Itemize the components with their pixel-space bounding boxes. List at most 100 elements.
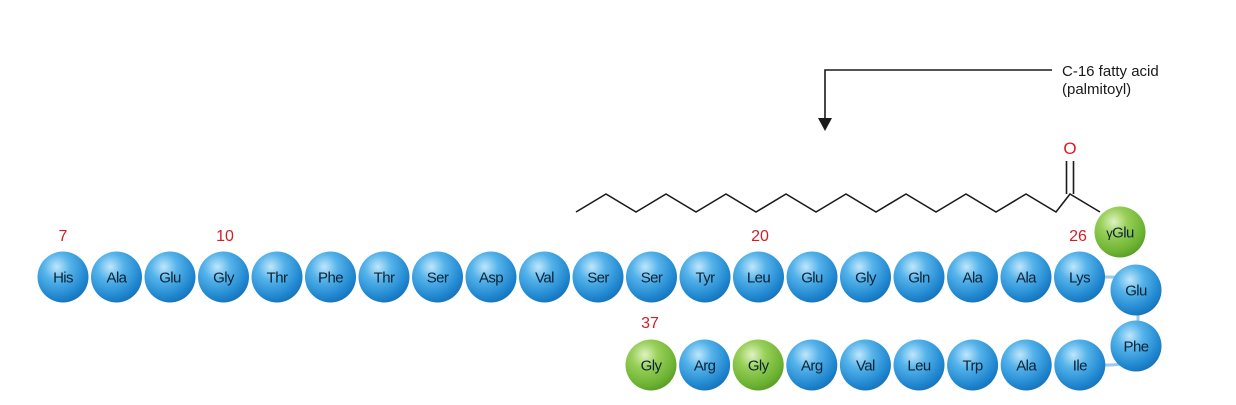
residue-circle bbox=[1054, 339, 1106, 391]
residue-circle bbox=[1110, 264, 1162, 316]
residue-label: Gly bbox=[641, 358, 663, 375]
residue-top-13: Tyr bbox=[679, 251, 731, 303]
residue-top-16: Gly bbox=[840, 251, 891, 303]
annotation-arrow-head bbox=[818, 118, 832, 131]
residue-circle bbox=[679, 339, 731, 391]
residue-top-15: Glu bbox=[786, 251, 838, 303]
residue-circle bbox=[679, 251, 731, 303]
residue-bottom-2: Arg bbox=[679, 339, 731, 391]
residue-top-20: Lys bbox=[1054, 251, 1105, 303]
residue-circle bbox=[947, 251, 998, 303]
residue-gamma-glu: γGlu bbox=[1094, 206, 1146, 258]
residue-circle bbox=[1110, 320, 1162, 372]
residue-label: Val bbox=[856, 358, 875, 375]
residue-label: Ala bbox=[1016, 270, 1037, 287]
fatty-acid-sublabel: (palmitoyl) bbox=[1062, 81, 1131, 98]
residue-top-18: Ala bbox=[947, 251, 998, 303]
residue-label: Arg bbox=[801, 358, 823, 375]
residue-top-1: His bbox=[37, 251, 89, 303]
residue-circle bbox=[786, 339, 838, 391]
residue-top-3: Glu bbox=[144, 251, 196, 303]
residue-bottom-7: Trp bbox=[947, 339, 999, 391]
position-numbers: 7 10 20 26 37 bbox=[59, 228, 1087, 332]
residue-bottom-1: Gly bbox=[625, 339, 677, 391]
residue-bottom-4: Arg bbox=[786, 339, 838, 391]
fatty-acid-label: C-16 fatty acid bbox=[1062, 63, 1159, 80]
residue-circle bbox=[626, 251, 677, 303]
residue-label: Ile bbox=[1073, 358, 1087, 375]
residue-top-17: Gln bbox=[893, 251, 945, 303]
residue-bottom-8: Ala bbox=[1000, 339, 1052, 391]
carbon-chain bbox=[575, 192, 1101, 214]
residue-circle bbox=[786, 251, 838, 303]
residue-label: Glu bbox=[159, 270, 181, 287]
residue-circle bbox=[893, 251, 945, 303]
residue-bottom-5: Val bbox=[839, 339, 891, 391]
residue-label: Leu bbox=[747, 270, 770, 287]
residue-label: Phe bbox=[1124, 339, 1149, 356]
residue-circle bbox=[144, 251, 196, 303]
residue-top-19: Ala bbox=[1000, 251, 1052, 303]
residue-label: Phe bbox=[318, 270, 343, 287]
residue-circle bbox=[625, 339, 677, 391]
residue-top-4: Gly bbox=[198, 251, 249, 303]
position-7: 7 bbox=[59, 228, 68, 245]
residue-label: Ser bbox=[427, 270, 449, 287]
carbonyl-oxygen-label: O bbox=[1063, 139, 1076, 158]
residue-circle bbox=[733, 251, 784, 303]
residue-circle bbox=[1094, 206, 1146, 258]
residue-label: Glu bbox=[1125, 283, 1147, 300]
fatty-acid-annotation: C-16 fatty acid (palmitoyl) bbox=[818, 63, 1159, 131]
residue-label: Leu bbox=[907, 358, 930, 375]
residue-label: Arg bbox=[694, 358, 716, 375]
residue-label: Thr bbox=[267, 270, 288, 287]
palmitoyl-chain: O bbox=[575, 139, 1101, 214]
residue-label: Trp bbox=[963, 358, 983, 375]
residue-label: Asp bbox=[479, 270, 503, 287]
residue-label: Gly bbox=[748, 358, 770, 375]
residue-circle bbox=[839, 339, 891, 391]
residue-top-11: Ser bbox=[572, 251, 624, 303]
residue-label: Lys bbox=[1069, 270, 1090, 287]
residue-top-14: Leu bbox=[733, 251, 784, 303]
residue-circle bbox=[412, 251, 463, 303]
residue-circle bbox=[947, 339, 999, 391]
residue-label: Thr bbox=[374, 270, 395, 287]
residue-label: His bbox=[53, 270, 73, 287]
residue-top-6: Phe bbox=[305, 251, 356, 303]
residue-label: Ser bbox=[587, 270, 609, 287]
residue-circle bbox=[519, 251, 570, 303]
residue-circle bbox=[198, 251, 249, 303]
residue-circle bbox=[91, 251, 142, 303]
residue-label: Gln bbox=[908, 270, 930, 287]
residue-label: Ala bbox=[1016, 358, 1037, 375]
residue-top-8: Ser bbox=[412, 251, 463, 303]
residue-label: Tyr bbox=[695, 270, 715, 287]
residue-turn-1: Glu bbox=[1110, 264, 1162, 316]
gamma-glu-name: Glu bbox=[1112, 225, 1134, 242]
position-37: 37 bbox=[641, 315, 659, 332]
position-20: 20 bbox=[751, 228, 769, 245]
residue-bottom-9: Ile bbox=[1054, 339, 1106, 391]
residue-top-7: Thr bbox=[358, 251, 410, 303]
residue-label: Glu bbox=[801, 270, 823, 287]
residue-top-12: Ser bbox=[626, 251, 677, 303]
annotation-arrow-line bbox=[824, 69, 1052, 122]
residue-circle bbox=[358, 251, 410, 303]
residue-circle bbox=[732, 339, 784, 391]
residue-circle bbox=[251, 251, 303, 303]
residue-top-2: Ala bbox=[91, 251, 142, 303]
residue-top-9: Asp bbox=[465, 251, 517, 303]
residue-circle bbox=[572, 251, 624, 303]
residue-label: Ser bbox=[641, 270, 663, 287]
residue-circle bbox=[893, 339, 945, 391]
residue-label: Ala bbox=[107, 270, 128, 287]
residue-circle bbox=[305, 251, 356, 303]
residue-label: γGlu bbox=[1106, 225, 1134, 242]
residue-label: Gly bbox=[855, 270, 877, 287]
residue-label: Val bbox=[535, 270, 554, 287]
gamma-prefix: γ bbox=[1106, 226, 1113, 241]
position-10: 10 bbox=[216, 228, 234, 245]
residue-circle bbox=[465, 251, 517, 303]
